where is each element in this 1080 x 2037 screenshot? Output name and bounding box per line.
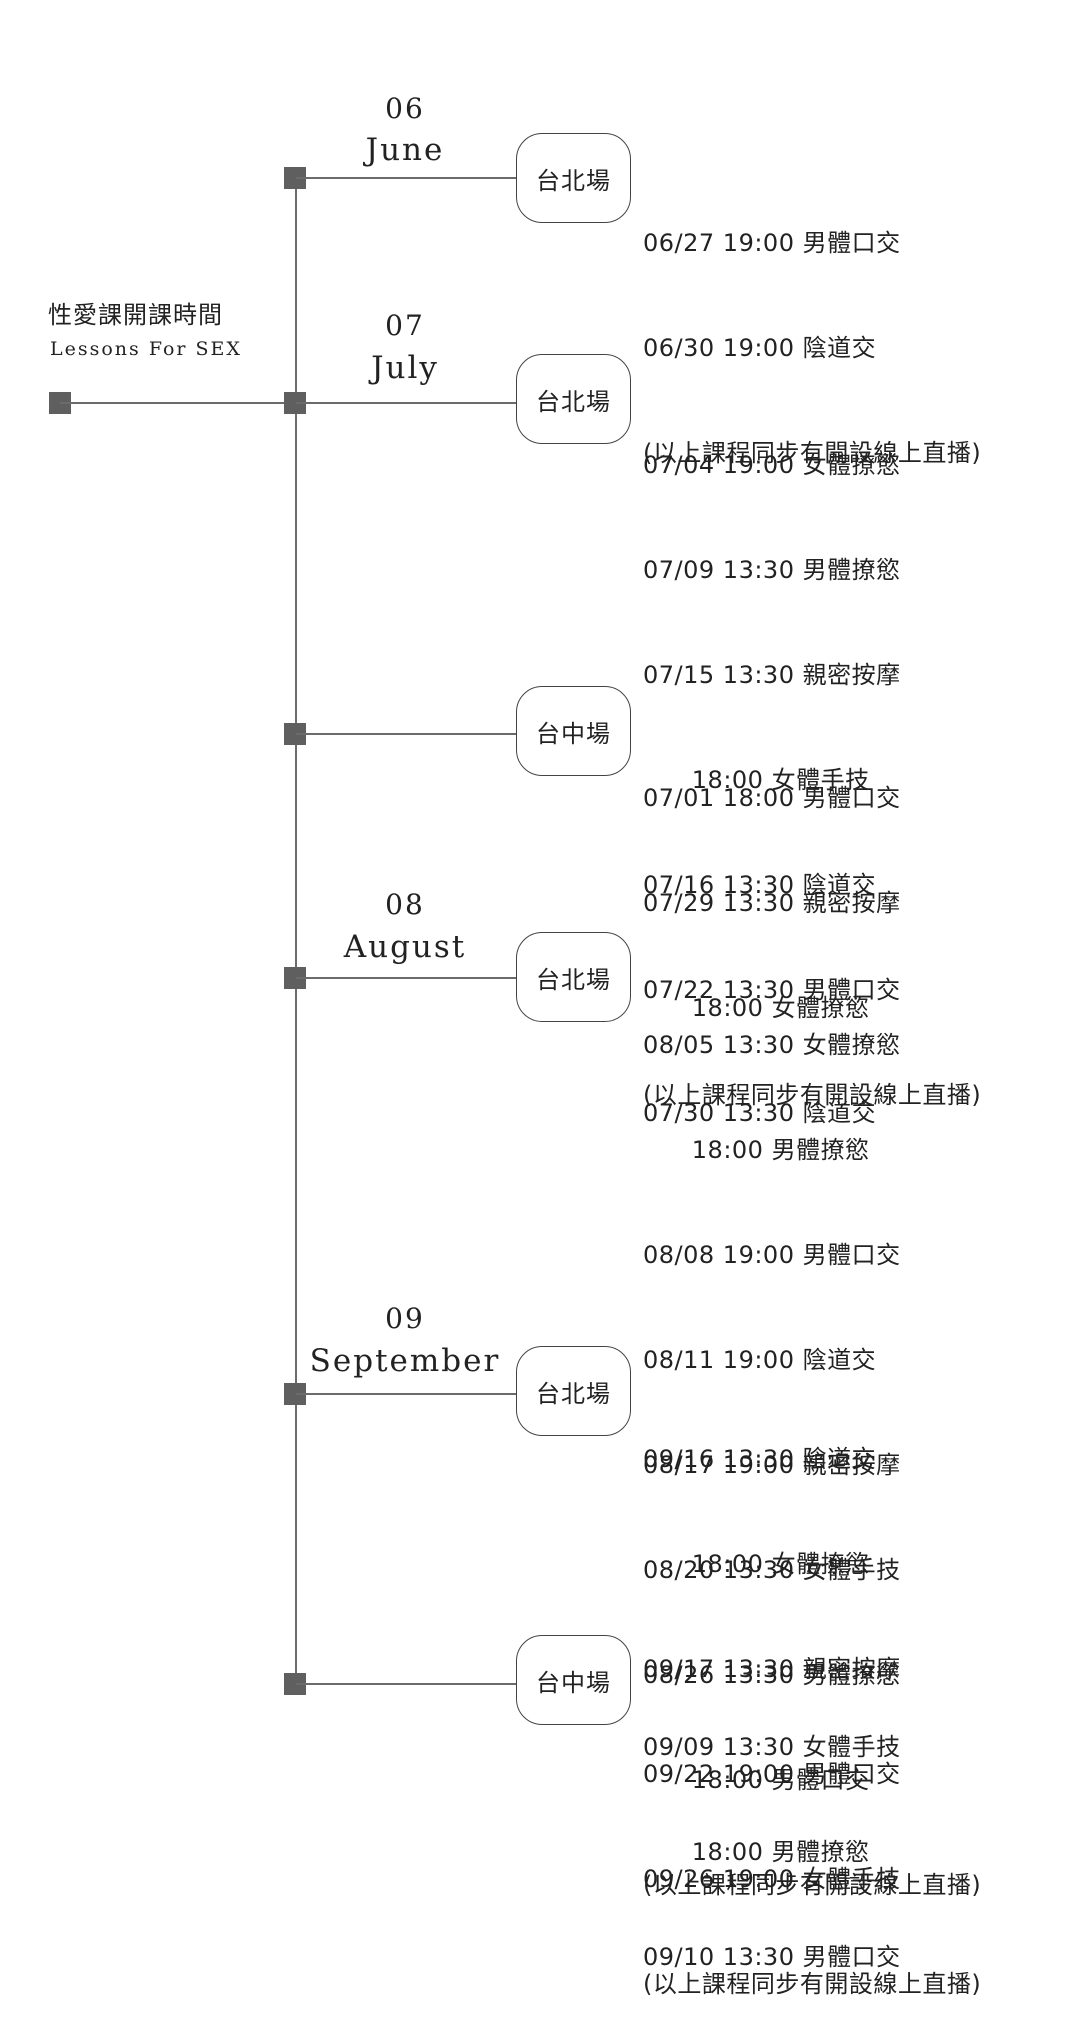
session-list: 06/27 19:00 男體口交 06/30 19:00 陰道交 (以上課程同步… [643,156,981,506]
venue-badge: 台中場 [516,1635,631,1725]
timeline-node [284,167,306,189]
session-list: 07/04 19:00 女體撩慾 07/09 13:30 男體撩慾 07/15 … [643,378,981,1148]
timeline-node [284,723,306,745]
session-line: 06/30 19:00 陰道交 [643,334,877,362]
timeline-node [284,1673,306,1695]
session-line: 18:00 男體撩慾 [643,1838,870,1866]
timeline-node [284,967,306,989]
month-number-june: 06 [385,92,425,125]
venue-badge: 台北場 [516,1346,631,1436]
session-line: 18:00 女體撩慾 [643,994,870,1022]
session-line: 08/11 19:00 陰道交 [643,1346,877,1374]
page-title: 性愛課開課時間 [48,301,223,329]
month-name-september: September [309,1343,501,1379]
venue-badge: 台中場 [516,686,631,776]
venue-badge: 台北場 [516,133,631,223]
session-line: 18:00 女體撩慾 [643,1550,870,1578]
session-line: 07/04 19:00 女體撩慾 [643,451,901,479]
session-line: 08/08 19:00 男體口交 [643,1241,901,1269]
root-connector [60,402,297,404]
timeline-node [284,1383,306,1405]
session-line: 07/09 13:30 男體撩慾 [643,556,901,584]
branch-connector [296,1683,517,1685]
month-number-september: 09 [385,1302,425,1335]
session-line: 08/05 13:30 女體撩慾 [643,1031,901,1059]
session-line: 07/16 13:30 陰道交 [643,871,877,899]
session-line: 09/22 19:00 男體口交 [643,1760,901,1788]
month-number-august: 08 [385,888,425,921]
session-list: 07/01 18:00 男體口交 07/29 13:30 親密按摩 18:00 … [643,711,901,1166]
page-subtitle: Lessons For SEX [50,338,242,360]
session-line: 18:00 男體撩慾 [643,1136,870,1164]
session-line: 08/26 13:30 男體撩慾 [643,1661,901,1689]
session-line: 07/15 13:30 親密按摩 [643,661,901,689]
session-line: 07/29 13:30 親密按摩 [643,889,901,917]
branch-connector [296,977,517,979]
month-name-june: June [365,132,445,168]
session-line: 06/27 19:00 男體口交 [643,229,901,257]
timeline-axis [295,176,297,1686]
livestream-note: (以上課程同步有開設線上直播) [643,1081,982,1109]
session-line: 07/22 13:30 男體口交 [643,976,901,1004]
session-line: 08/17 19:00 親密按摩 [643,1451,901,1479]
venue-badge: 台北場 [516,932,631,1022]
month-name-july: July [371,350,439,386]
branch-connector [296,402,517,404]
session-line: 09/10 13:30 男體口交 [643,1943,901,1971]
session-line: 07/01 18:00 男體口交 [643,784,901,812]
branch-connector [296,1393,517,1395]
livestream-note: (以上課程同步有開設線上直播) [643,439,982,467]
session-list: 09/09 13:30 女體手技 18:00 男體撩慾 09/10 13:30 … [643,1660,901,2010]
timeline-node [284,392,306,414]
session-line: 08/20 13:30 女體手技 [643,1556,901,1584]
branch-connector [296,733,517,735]
session-line: 18:00 男體口交 [643,1766,870,1794]
session-line: 07/30 13:30 陰道交 [643,1099,877,1127]
month-name-august: August [343,929,467,965]
month-number-july: 07 [385,309,425,342]
session-list: 08/05 13:30 女體撩慾 18:00 男體撩慾 08/08 19:00 … [643,958,981,1938]
session-line: 18:00 女體手技 [643,766,870,794]
session-line: 09/09 13:30 女體手技 [643,1733,901,1761]
venue-badge: 台北場 [516,354,631,444]
branch-connector [296,177,517,179]
session-line: 09/17 13:30 親密按摩 [643,1655,901,1683]
session-line: 09/16 13:30 陰道交 [643,1445,877,1473]
